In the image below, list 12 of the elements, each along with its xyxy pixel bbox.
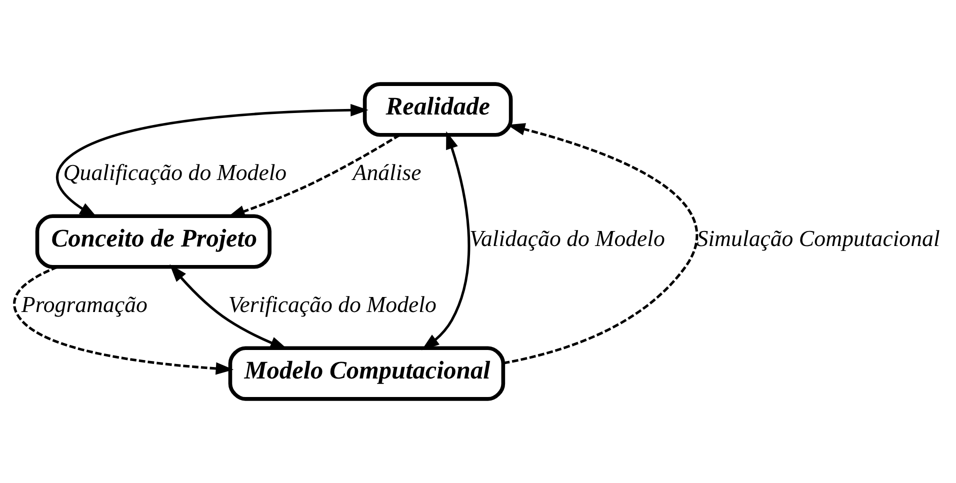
- edge-label: Qualificação do Modelo: [63, 160, 287, 185]
- node-box: Modelo Computacional: [228, 346, 506, 401]
- edge-label: Simulação Computacional: [696, 226, 940, 251]
- edge-label: Verificação do Modelo: [228, 292, 436, 317]
- edge-label: Validação do Modelo: [470, 226, 665, 251]
- edge-label: Programação: [21, 292, 148, 317]
- node-box: Realidade: [362, 82, 513, 137]
- arrow: [13, 266, 234, 375]
- edge-label: Análise: [352, 160, 422, 185]
- node-box: Conceito de Projeto: [35, 214, 272, 269]
- arrow: [503, 123, 698, 364]
- arrow: [422, 131, 470, 350]
